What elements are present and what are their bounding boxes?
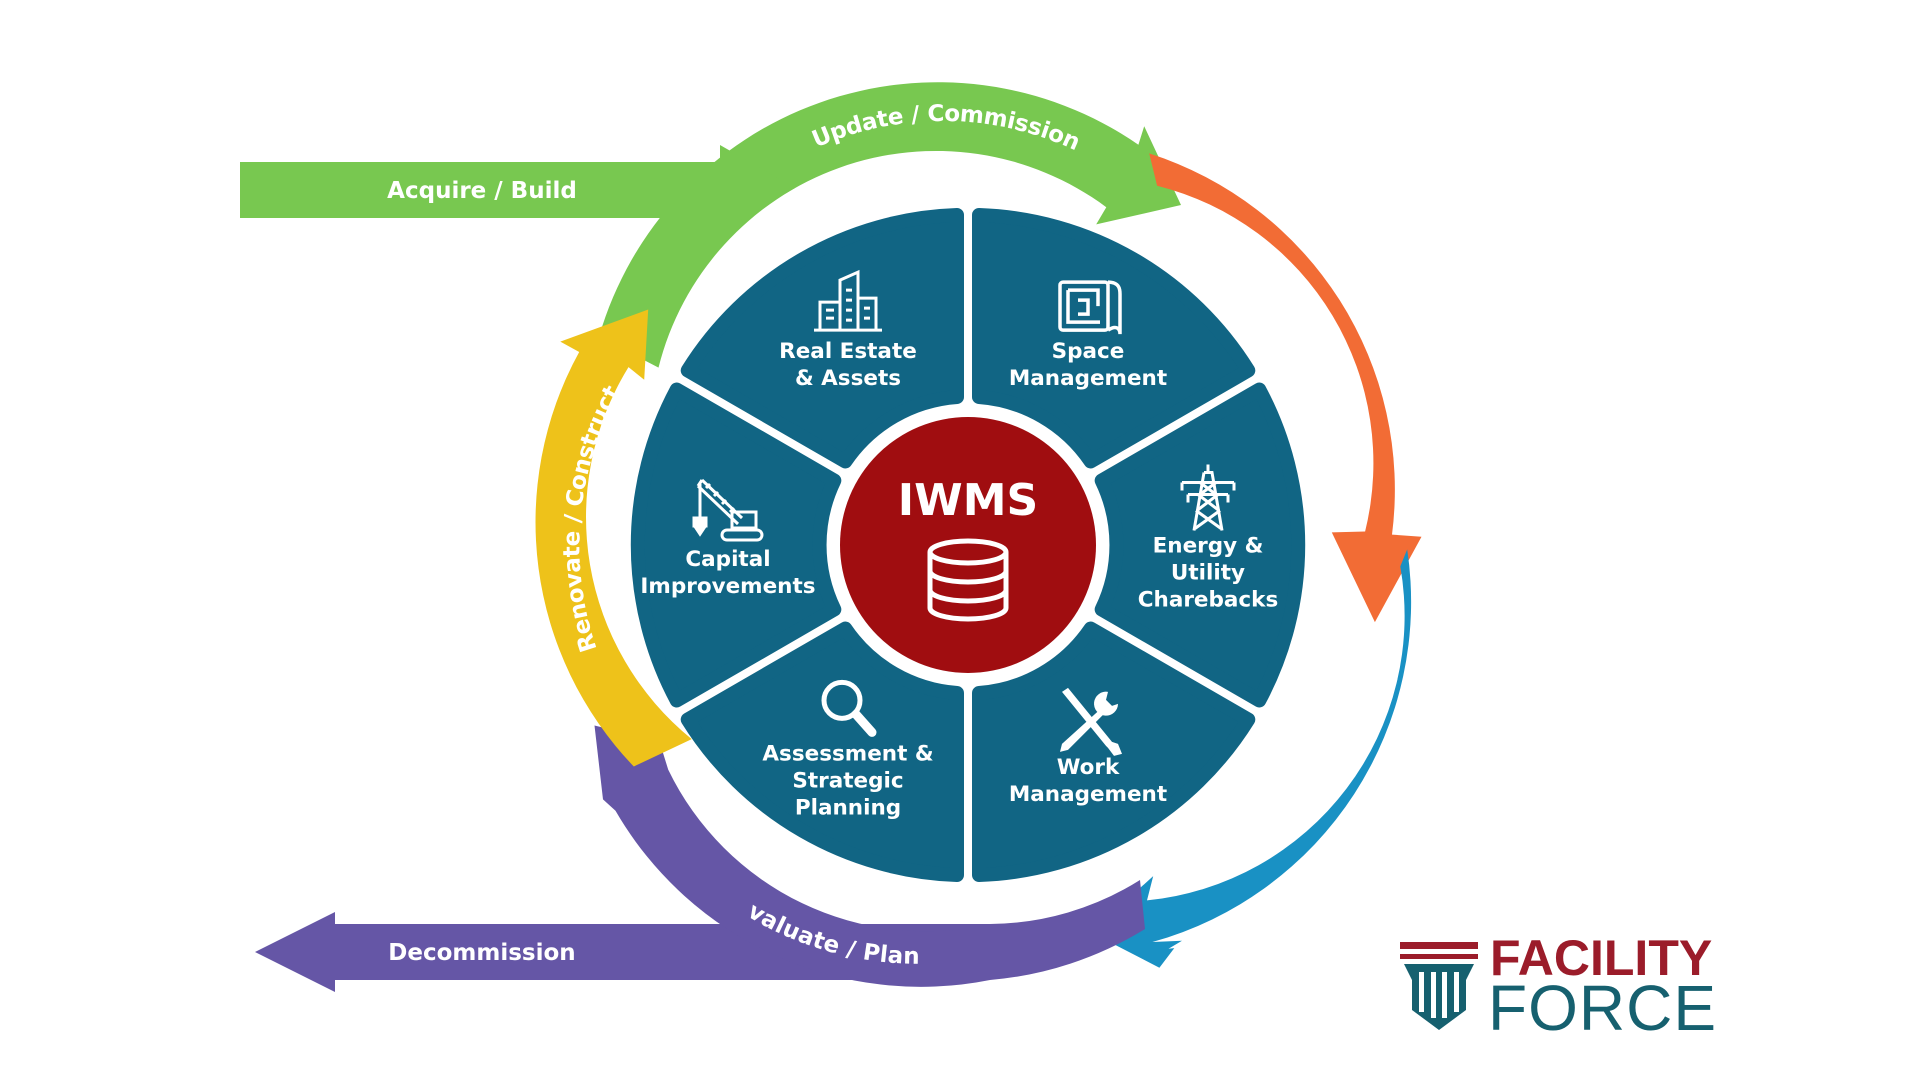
- facility-force-logo: FACILITY FORCE: [1400, 930, 1717, 1044]
- segment-label-line: Management: [1009, 366, 1167, 391]
- segment-label-line: Utility: [1171, 561, 1245, 586]
- update-commission-arrow: Update / Commission: [599, 82, 1181, 368]
- building-icon: [814, 269, 882, 332]
- segment-label-line: Assessment &: [762, 741, 933, 766]
- iwms-hub: IWMS: [840, 417, 1096, 673]
- database-icon: [927, 538, 1009, 622]
- segment-label-line: Planning: [795, 795, 901, 820]
- tools-icon: [1060, 687, 1122, 756]
- segment-label-line: Work: [1057, 755, 1120, 780]
- segment-label-line: Improvements: [640, 574, 815, 599]
- segment-shape: [972, 208, 1256, 469]
- segment-label-line: Space: [1052, 339, 1125, 364]
- iwms-segments: Real Estate& AssetsSpaceManagementEnergy…: [630, 208, 1306, 882]
- magnifier-icon: [821, 679, 877, 737]
- segment-shape: [630, 382, 842, 708]
- decommission-label: Decommission: [388, 940, 575, 966]
- segment-label-line: & Assets: [795, 366, 901, 391]
- acquire-build-label: Acquire / Build: [387, 178, 577, 204]
- logo-text-facility: FACILITY: [1490, 930, 1712, 986]
- logo-text-force: FORCE: [1488, 972, 1717, 1044]
- floorplan-icon: [1058, 280, 1122, 335]
- hub-circle: [840, 417, 1096, 673]
- segment-label-line: Management: [1009, 782, 1167, 807]
- segment-real-estate: Real Estate& Assets: [680, 208, 964, 469]
- hub-label: IWMS: [898, 475, 1038, 526]
- segment-label-line: Energy &: [1153, 534, 1264, 559]
- segment-shape: [680, 621, 964, 882]
- segment-shape: [1094, 382, 1306, 708]
- segment-label-line: Real Estate: [779, 339, 917, 364]
- segment-label-line: Charebacks: [1138, 588, 1279, 613]
- segment-shape: [680, 208, 964, 469]
- segment-label-line: Strategic: [792, 768, 903, 793]
- acquire-build-arrow: Acquire / Build: [240, 145, 795, 232]
- crane-icon: [692, 478, 764, 542]
- power-tower-icon: [1180, 464, 1236, 531]
- segment-label-line: Capital: [685, 547, 770, 572]
